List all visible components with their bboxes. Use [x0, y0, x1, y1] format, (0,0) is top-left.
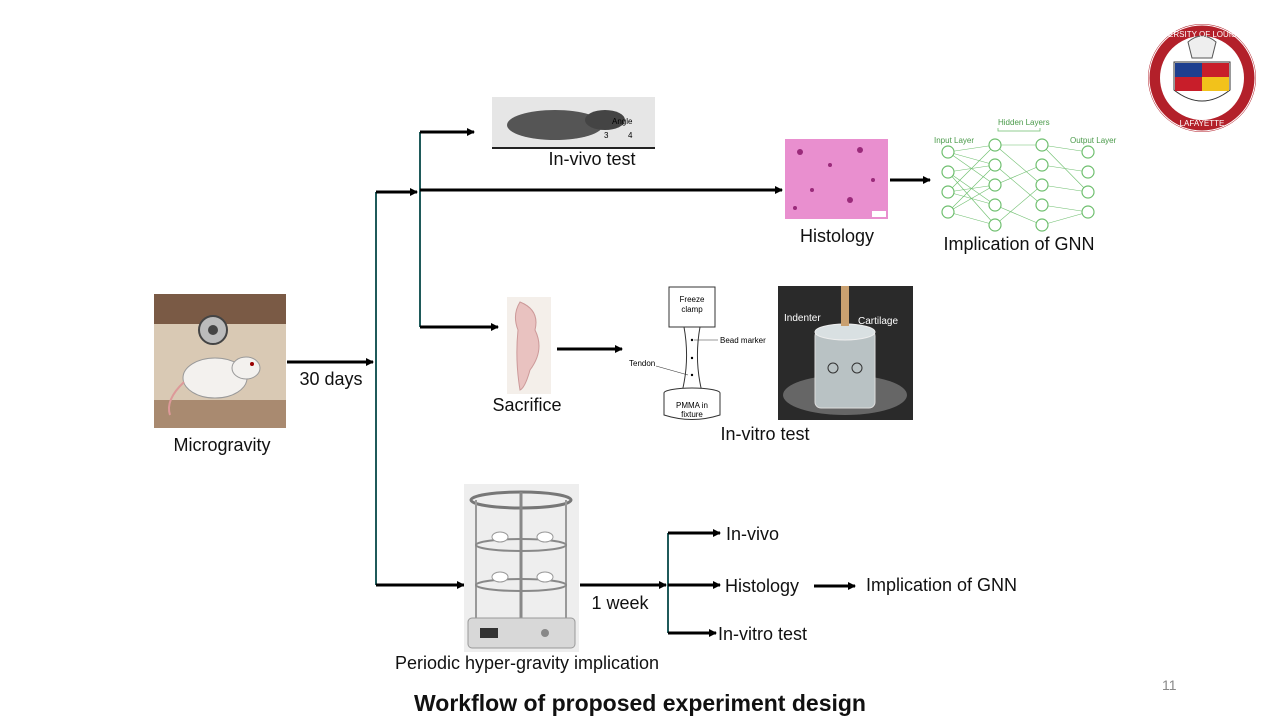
logo-bottom-text: LAFAYETTE	[1180, 119, 1225, 128]
invivo-test-label: In-vivo test	[548, 149, 635, 169]
histology-image	[785, 139, 888, 219]
invitro-test-label: In-vitro test	[720, 424, 809, 444]
sacrifice-label: Sacrifice	[492, 395, 561, 415]
tendon-label: Tendon	[629, 359, 655, 368]
pmma-label-2: fixture	[681, 410, 703, 419]
microgravity-label: Microgravity	[173, 435, 270, 455]
microgravity-image	[154, 294, 286, 428]
histology-2-label: Histology	[725, 576, 799, 596]
pmma-label-1: PMMA in	[676, 401, 708, 410]
invivo-short-label: In-vivo	[726, 524, 779, 544]
bead-marker-label: Bead marker	[720, 336, 766, 345]
one-week-label: 1 week	[591, 593, 649, 613]
nn-hidden-label: Hidden Layers	[998, 118, 1050, 127]
gnn-label: Implication of GNN	[943, 234, 1094, 254]
neural-network-image: Input Layer Hidden Layers Output Layer	[934, 118, 1117, 232]
xray-4-label: 4	[628, 131, 633, 140]
slide-title: Workflow of proposed experiment design	[414, 690, 866, 716]
indenter-label: Indenter	[784, 313, 821, 324]
nn-output-label: Output Layer	[1070, 136, 1117, 145]
xray-angle-label: Angle	[612, 117, 633, 126]
page-number: 11	[1162, 677, 1177, 693]
university-logo: UNIVERSITY OF LOUISIANA LAFAYETTE	[1148, 24, 1256, 132]
tendon-fixture-image: Freeze clamp Bead marker Tendon PMMA in …	[629, 286, 766, 420]
freeze-clamp-label-1: Freeze	[680, 295, 705, 304]
logo-ring-text: UNIVERSITY OF LOUISIANA	[1149, 30, 1256, 39]
hypergravity-label: Periodic hyper-gravity implication	[395, 653, 659, 673]
cartilage-label: Cartilage	[858, 316, 898, 327]
thirty-days-label: 30 days	[299, 369, 362, 389]
nn-input-label: Input Layer	[934, 136, 974, 145]
xray-3-label: 3	[604, 131, 609, 140]
sacrifice-image	[507, 297, 551, 394]
freeze-clamp-label-2: clamp	[681, 305, 703, 314]
histology-label: Histology	[800, 226, 874, 246]
branch-lines	[375, 132, 669, 633]
invitro-test-2-label: In-vitro test	[718, 624, 807, 644]
xray-image: Angle 3 4	[492, 97, 655, 149]
indenter-photo: Indenter Cartilage	[778, 286, 913, 420]
centrifuge-image	[464, 484, 579, 652]
gnn-2-label: Implication of GNN	[866, 575, 1017, 595]
arrows	[287, 128, 931, 637]
